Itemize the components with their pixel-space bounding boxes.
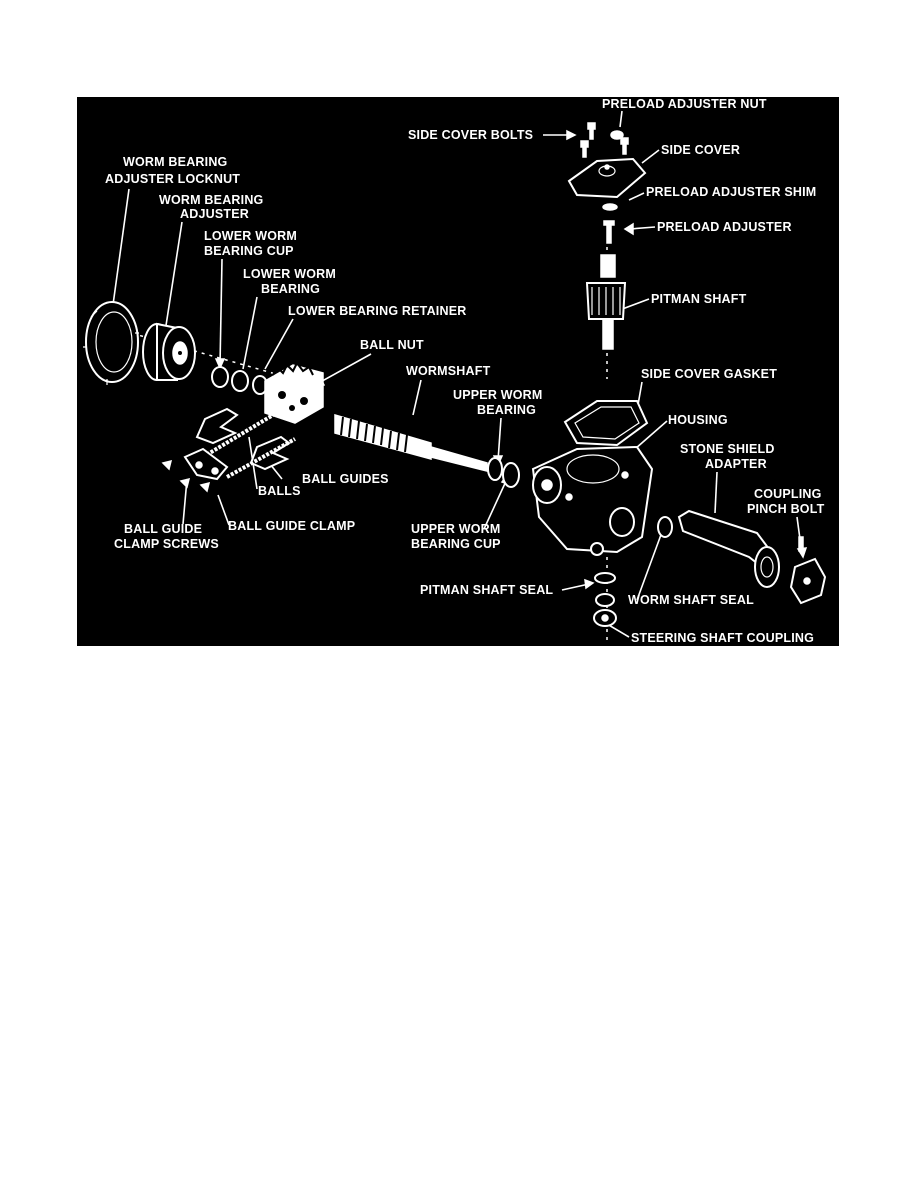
label-stone-shield-adapter-line2: ADAPTER — [705, 457, 767, 471]
label-ball-guide-clamp-screws-line2: CLAMP SCREWS — [114, 537, 219, 551]
preload-adjuster-nut — [610, 130, 624, 140]
ball-nut — [264, 361, 324, 424]
label-coupling-pinch-bolt-line2: PINCH BOLT — [747, 502, 825, 516]
label-ball-guide-clamp-screws-line1: BALL GUIDE — [124, 522, 202, 536]
exploded-view-diagram: PRELOAD ADJUSTER NUT SIDE COVER BOLTS SI… — [77, 97, 839, 646]
label-worm-bearing-adjuster-line2: ADJUSTER — [180, 207, 249, 221]
stone-shield-adapter — [677, 509, 780, 588]
side-cover-bolts — [580, 122, 629, 158]
label-upper-worm-bearing-line1: UPPER WORM — [453, 388, 543, 402]
label-worm-bearing-adjuster-locknut-line2: ADJUSTER LOCKNUT — [105, 172, 240, 186]
lower-worm-bearing — [231, 370, 249, 392]
label-upper-worm-bearing-line2: BEARING — [477, 403, 536, 417]
label-side-cover: SIDE COVER — [661, 143, 740, 157]
label-coupling-pinch-bolt-line1: COUPLING — [754, 487, 822, 501]
side-cover-gasket — [563, 400, 649, 447]
worm-bearing-adjuster-locknut — [83, 301, 139, 385]
label-lower-worm-bearing-cup-line1: LOWER WORM — [204, 229, 297, 243]
label-preload-adjuster-nut: PRELOAD ADJUSTER NUT — [602, 97, 767, 111]
steering-shaft-coupling — [789, 536, 827, 605]
label-stone-shield-adapter-line1: STONE SHIELD — [680, 442, 775, 456]
pitman-shaft-seal-stack — [593, 572, 617, 627]
parts-illustration — [83, 122, 827, 642]
label-ball-guides: BALL GUIDES — [302, 472, 389, 486]
preload-adjuster-shim — [602, 203, 618, 211]
worm-shaft-seal — [657, 516, 673, 538]
worm-bearing-adjuster — [142, 322, 196, 381]
label-worm-shaft-seal: WORM SHAFT SEAL — [628, 593, 754, 607]
label-wormshaft: WORMSHAFT — [406, 364, 491, 378]
label-balls: BALLS — [258, 484, 301, 498]
upper-worm-bearing-cup — [502, 462, 520, 488]
label-lower-bearing-retainer: LOWER BEARING RETAINER — [288, 304, 466, 318]
preload-adjuster — [603, 220, 615, 244]
label-lower-worm-bearing-line2: BEARING — [261, 282, 320, 296]
upper-worm-bearing — [487, 457, 503, 481]
label-preload-adjuster: PRELOAD ADJUSTER — [657, 220, 792, 234]
diagram-svg: PRELOAD ADJUSTER NUT SIDE COVER BOLTS SI… — [83, 97, 827, 645]
lower-worm-bearing-cup — [211, 366, 229, 388]
label-housing: HOUSING — [668, 413, 728, 427]
label-pitman-shaft: PITMAN SHAFT — [651, 292, 747, 306]
label-preload-adjuster-shim: PRELOAD ADJUSTER SHIM — [646, 185, 816, 199]
label-side-cover-gasket: SIDE COVER GASKET — [641, 367, 777, 381]
wormshaft — [334, 414, 488, 472]
side-cover — [567, 157, 647, 199]
pitman-shaft — [585, 254, 627, 350]
label-side-cover-bolts: SIDE COVER BOLTS — [408, 128, 533, 142]
label-lower-worm-bearing-line1: LOWER WORM — [243, 267, 336, 281]
ball-guide-clamp — [183, 447, 229, 481]
label-worm-bearing-adjuster-line1: WORM BEARING — [159, 193, 263, 207]
label-ball-guide-clamp: BALL GUIDE CLAMP — [228, 519, 355, 533]
balls — [201, 413, 296, 479]
label-ball-nut: BALL NUT — [360, 338, 424, 352]
label-steering-shaft-coupling: STEERING SHAFT COUPLING — [631, 631, 814, 645]
label-upper-worm-bearing-cup-line1: UPPER WORM — [411, 522, 501, 536]
label-lower-worm-bearing-cup-line2: BEARING CUP — [204, 244, 294, 258]
ball-guide-clamp-screws — [161, 459, 211, 493]
housing — [531, 445, 654, 556]
label-pitman-shaft-seal: PITMAN SHAFT SEAL — [420, 583, 553, 597]
label-upper-worm-bearing-cup-line2: BEARING CUP — [411, 537, 501, 551]
label-worm-bearing-adjuster-locknut-line1: WORM BEARING — [123, 155, 227, 169]
